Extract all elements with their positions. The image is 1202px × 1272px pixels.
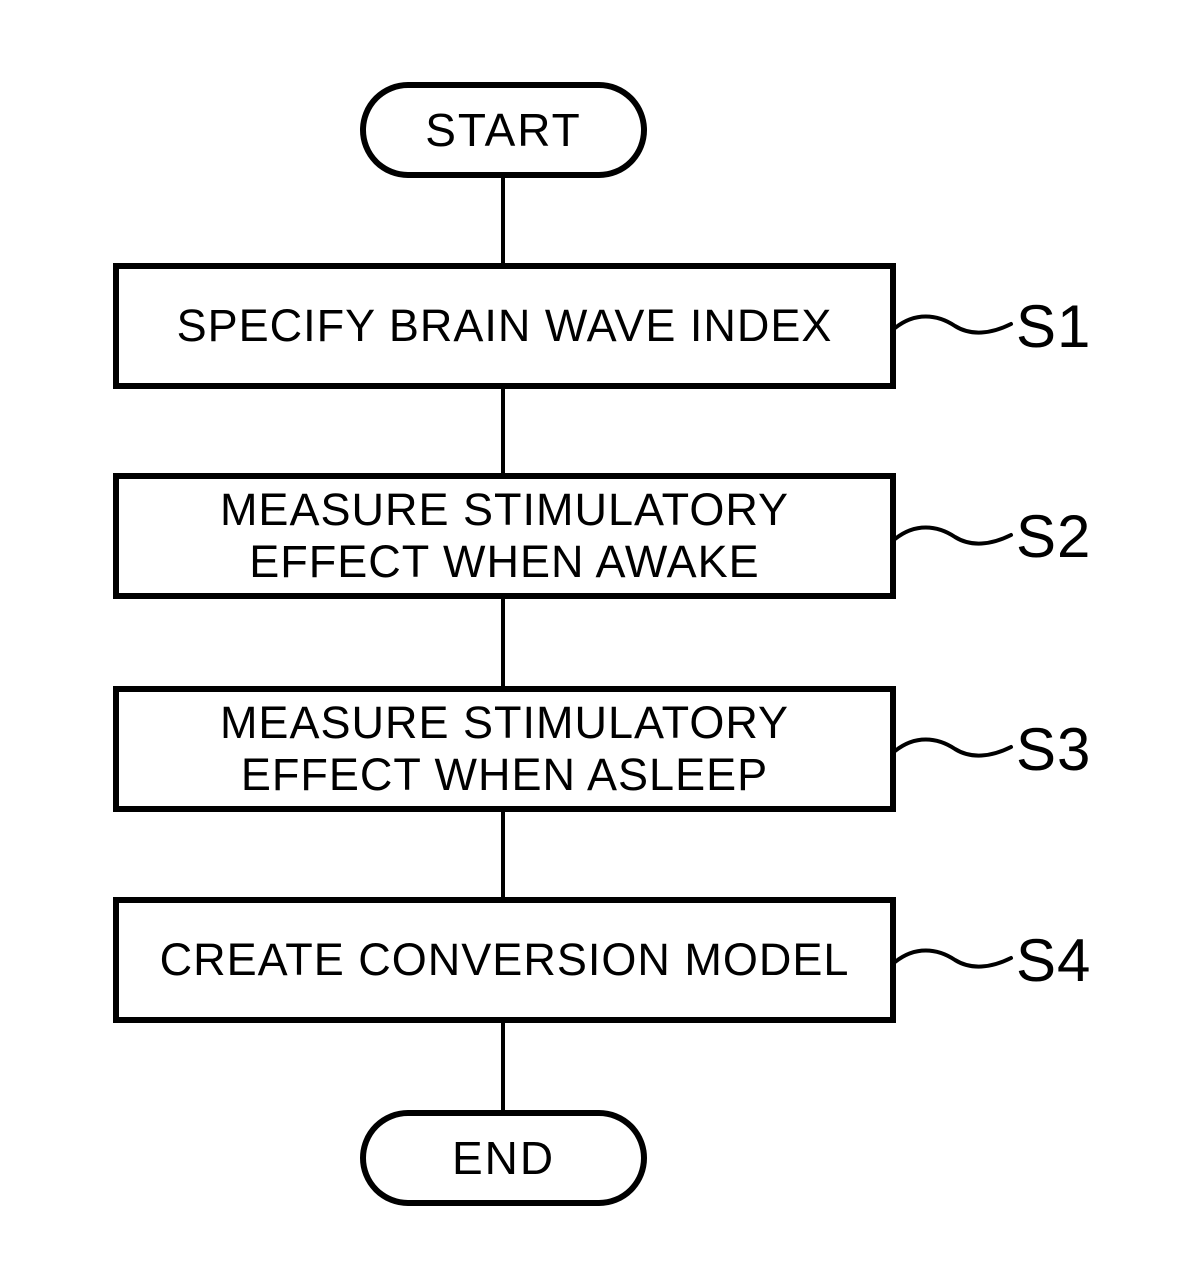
- step-tag-s2: S2: [1016, 502, 1092, 570]
- start-terminator: START: [360, 82, 647, 178]
- vertical-connector-line: [501, 130, 505, 1158]
- leader-squiggle-line: [893, 948, 1013, 969]
- step-tag-s4: S4: [1016, 926, 1092, 994]
- end-terminator: END: [360, 1110, 647, 1206]
- process-box-specify-brain-wave-index: SPECIFY BRAIN WAVE INDEX: [113, 263, 896, 389]
- step-tag-s3: S3: [1016, 715, 1092, 783]
- leader-squiggle-line: [893, 314, 1013, 335]
- step-tag-s1: S1: [1016, 292, 1092, 360]
- leader-squiggle-line: [893, 737, 1013, 758]
- process-box-measure-effect-asleep: MEASURE STIMULATORY EFFECT WHEN ASLEEP: [113, 686, 896, 812]
- leader-squiggle-line: [893, 525, 1013, 546]
- process-box-create-conversion-model: CREATE CONVERSION MODEL: [113, 897, 896, 1023]
- process-box-measure-effect-awake: MEASURE STIMULATORY EFFECT WHEN AWAKE: [113, 473, 896, 599]
